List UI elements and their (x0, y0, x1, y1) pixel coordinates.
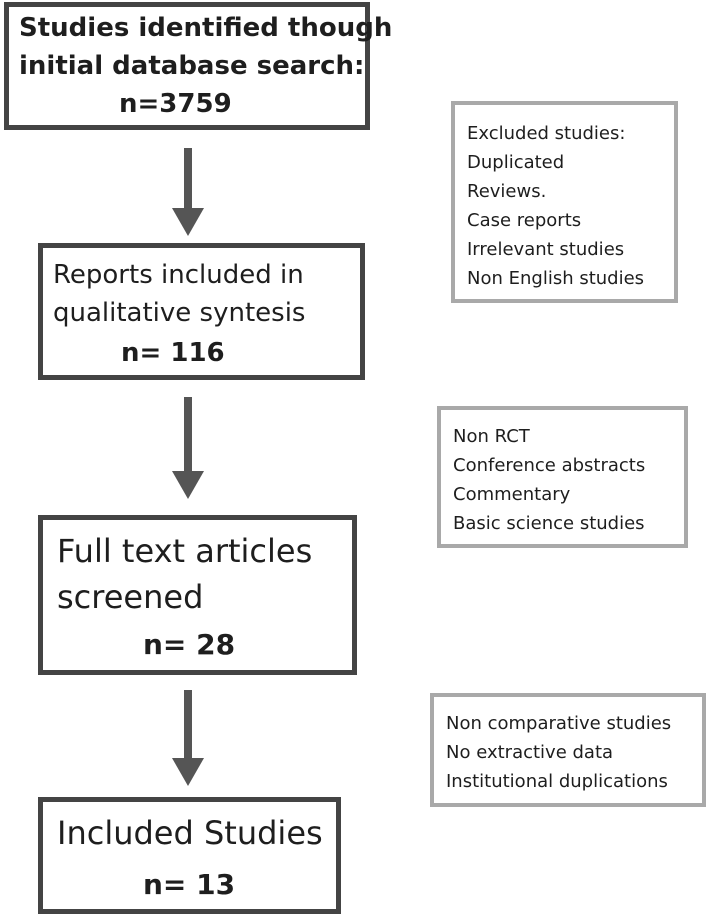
flow-box-identified-line-1: Studies identified though (19, 13, 393, 43)
flow-box-identified-count: n=3759 (119, 89, 232, 119)
flow-box-reports-line-2: qualitative syntesis (53, 298, 306, 328)
flow-box-reports-line-1: Reports included in (53, 260, 304, 290)
excluded-item: Case reports (467, 210, 582, 231)
excluded-full-text-box: Non comparative studies No extractive da… (430, 693, 706, 807)
excluded-item: Irrelevant studies (467, 239, 625, 260)
flow-box-full-text-line-1: Full text articles (57, 532, 313, 570)
excluded-item: Reviews. (467, 181, 547, 202)
excluded-studies-heading: Excluded studies: (467, 123, 626, 144)
excluded-item: No extractive data (446, 742, 614, 763)
excluded-item: Non RCT (453, 426, 530, 447)
excluded-reports-box: Non RCT Conference abstracts Commentary … (437, 406, 688, 548)
flow-box-included-line-1: Included Studies (57, 814, 323, 852)
flow-box-identified-line-2: initial database search: (19, 51, 365, 81)
excluded-item: Institutional duplications (446, 771, 668, 792)
flow-arrow-2 (170, 397, 206, 501)
flow-box-included-count: n= 13 (143, 868, 236, 901)
flow-box-full-text-count: n= 28 (143, 628, 236, 661)
excluded-item: Commentary (453, 484, 571, 505)
excluded-item: Non comparative studies (446, 713, 672, 734)
flow-box-full-text: Full text articles screened n= 28 (38, 515, 357, 675)
flow-arrow-1 (170, 148, 206, 238)
excluded-item: Duplicated (467, 152, 565, 173)
flow-box-reports-count: n= 116 (121, 338, 225, 368)
flow-box-included: Included Studies n= 13 (38, 797, 341, 914)
excluded-item: Conference abstracts (453, 455, 646, 476)
excluded-item: Basic science studies (453, 513, 645, 534)
flow-box-identified: Studies identified though initial databa… (4, 2, 392, 130)
flow-box-reports: Reports included in qualitative syntesis… (38, 243, 365, 380)
excluded-item: Non English studies (467, 268, 645, 289)
excluded-studies-box: Excluded studies: Duplicated Reviews. Ca… (451, 101, 678, 303)
flow-box-full-text-line-2: screened (57, 578, 204, 616)
flow-arrow-3 (170, 690, 206, 788)
